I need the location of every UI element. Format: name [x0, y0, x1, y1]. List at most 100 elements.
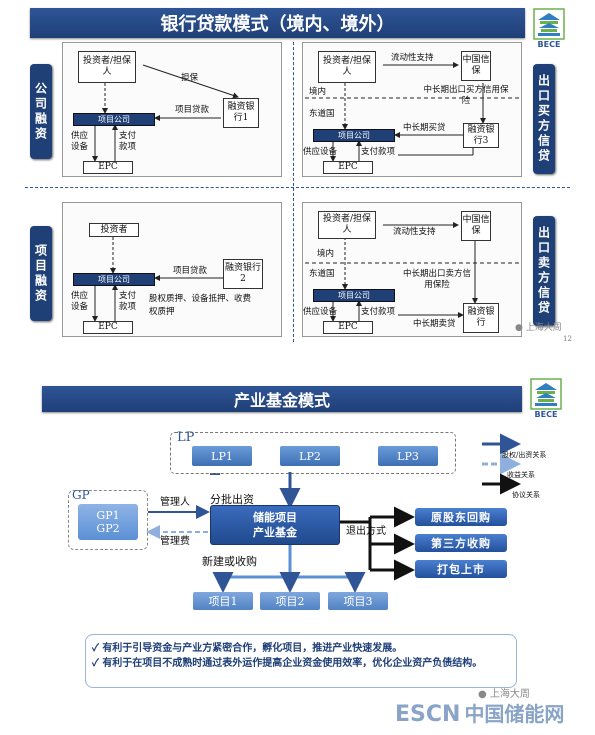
- fund-diagram-arrows: [146, 433, 521, 593]
- manager-label: 管理人: [160, 497, 190, 508]
- gp-label: GP: [72, 488, 90, 502]
- legend-equity: 股权/出资关系: [502, 451, 547, 459]
- divider-horizontal: [25, 187, 570, 188]
- epc-box: EPC: [83, 321, 133, 334]
- loan-label: 中长期卖贷: [413, 319, 456, 329]
- exit-third-party-acquisition: 第三方收购: [415, 534, 507, 552]
- bank-box: 融资银行2: [223, 259, 263, 289]
- lp3-box: LP3: [378, 446, 438, 466]
- sinosure-box: 中国信保: [461, 51, 491, 81]
- host-country-label: 东道国: [309, 269, 335, 279]
- slide2-title: 产业基金模式: [42, 386, 522, 412]
- watermark-account: 上海大周: [489, 689, 530, 700]
- pay-label: 支付款项: [361, 307, 396, 317]
- panel2-arrows: [305, 62, 521, 162]
- gp-names: GP1 GP2: [96, 509, 120, 535]
- project-company-box: 项目公司: [73, 273, 155, 286]
- bank-box: 融资银行1: [223, 98, 259, 128]
- domestic-label: 境内: [309, 87, 327, 97]
- bank-box: 融资银行: [463, 303, 499, 333]
- note-2-text: 有利于在项目不成熟时通过表外运作提高企业资金使用效率，优化企业资产负债结构。: [102, 658, 483, 669]
- panel-export-seller: 投资者/担保人 流动性支持 中国信保 境内 东道国 中长期出口卖方信用保险 项目…: [302, 202, 522, 337]
- check-icon: ✓: [92, 658, 103, 669]
- pledge-label: 股权质押、设备抵押、收费权质押: [149, 294, 252, 317]
- management-fee-label: 管理费: [160, 536, 190, 547]
- escn-brand: ESCN: [395, 702, 461, 727]
- notes-box: [85, 634, 517, 688]
- lp1-box: LP1: [192, 446, 252, 466]
- investor-box: 投资者: [89, 223, 139, 237]
- escn-brand-cn: 中国储能网: [464, 702, 565, 726]
- investor-box: 投资者/担保人: [78, 51, 136, 83]
- exit-package-listing: 打包上市: [415, 560, 507, 578]
- insurance-label: 中长期出口卖方信用保险: [402, 269, 471, 290]
- epc-box: EPC: [323, 161, 373, 174]
- investor-box: 投资者/担保人: [318, 51, 376, 83]
- panel1-arrows: [92, 64, 239, 162]
- fund-line2: 产业基金: [253, 526, 297, 539]
- watermark-text: 上海大周: [525, 323, 562, 333]
- liquidity-label: 流动性支持: [391, 53, 434, 63]
- supply-label: 供应设备: [71, 291, 89, 312]
- project-company-box: 项目公司: [313, 289, 395, 302]
- pay-label: 支付款项: [361, 147, 396, 157]
- liquidity-label: 流动性支持: [393, 227, 436, 237]
- panel-project-domestic: 投资者 项目公司 项目贷款 融资银行2 供应设备 支付款项 股权质押、设备抵押、…: [62, 202, 282, 337]
- sinosure-box: 中国信保: [461, 211, 491, 241]
- lp-group: [170, 432, 456, 474]
- epc-box: EPC: [323, 321, 373, 334]
- logo-text: BECE: [537, 40, 561, 49]
- wechat-icon: ●: [478, 689, 487, 700]
- panel-corporate-domestic: 投资者/担保人 担保 项目公司 项目贷款 融资银行1 供应设备 支付款项 EPC: [62, 42, 282, 177]
- wechat-icon: ●: [515, 323, 523, 333]
- build-or-acquire-label: 新建或收购: [202, 555, 257, 568]
- lp-label: LP: [177, 430, 195, 445]
- page-number: 12: [563, 335, 572, 343]
- escn-watermark: ESCN 中国储能网: [395, 698, 564, 727]
- panel3-arrows: [92, 237, 223, 322]
- wechat-watermark: ● 上海大周: [478, 685, 530, 700]
- exit-ways-label: 退出方式: [346, 526, 386, 537]
- side-label-seller-credit: 出口卖方信贷: [533, 216, 555, 326]
- gp-box: GP1 GP2: [78, 504, 138, 540]
- side-label-corporate: 公司融资: [30, 64, 52, 159]
- legend-income: 收益关系: [507, 471, 535, 479]
- exit-original-buyback: 原股东回购: [415, 508, 507, 526]
- project-company-box: 项目公司: [313, 129, 395, 142]
- logo-text: BECE: [534, 410, 558, 419]
- divider-vertical: [293, 42, 294, 342]
- bece-logo: BECE: [528, 8, 570, 49]
- wechat-watermark: ● 上海大周: [515, 320, 562, 333]
- pay-label: 支付款项: [119, 291, 137, 312]
- slide1-title: 银行贷款模式（境内、境外）: [30, 8, 525, 38]
- supply-label: 供应设备: [303, 147, 338, 157]
- loan-label: 项目贷款: [175, 105, 210, 115]
- project2-box: 项目2: [260, 592, 320, 610]
- project3-box: 项目3: [328, 592, 388, 610]
- domestic-label: 境内: [317, 249, 335, 259]
- insurance-label: 中长期出口买方信用保险: [423, 85, 509, 106]
- supply-label: 供应设备: [71, 131, 89, 152]
- check-icon: ✓: [92, 643, 103, 654]
- batch-contribution-label: 分批出资: [210, 493, 254, 506]
- supply-label: 供应设备: [303, 307, 338, 317]
- guarantee-label: 担保: [181, 73, 199, 83]
- project1-box: 项目1: [193, 592, 253, 610]
- panel-export-buyer: 投资者/担保人 流动性支持 中国信保 中长期出口买方信用保险 境内 东道国 中长…: [302, 42, 522, 177]
- bank-box: 融资银行3: [463, 123, 499, 148]
- note-1-text: 有利于引导资金与产业方紧密合作，孵化项目，推进产业快速发展。: [102, 643, 403, 654]
- legend-agreement: 协议关系: [512, 491, 540, 499]
- side-label-project: 项目融资: [30, 226, 52, 321]
- gp-group: [68, 490, 148, 550]
- loan-label: 项目贷款: [173, 266, 208, 276]
- host-country-label: 东道国: [309, 109, 335, 119]
- slide-industry-fund: 产业基金模式 BECE: [10, 372, 580, 732]
- panel4-arrows: [305, 222, 521, 322]
- temple-logo-icon: [530, 378, 562, 410]
- bece-logo: BECE: [525, 378, 567, 419]
- energy-storage-fund-box: 储能项目 产业基金: [210, 505, 340, 545]
- note-2: ✓ 有利于在项目不成熟时通过表外运作提高企业资金使用效率，优化企业资产负债结构。: [92, 657, 512, 671]
- pay-label: 支付款项: [119, 131, 137, 152]
- fund-line1: 储能项目: [253, 511, 297, 524]
- slide-bank-loan: 银行贷款模式（境内、境外） BECE 公司融资 项目融资 出口买方信贷 出口卖方…: [10, 4, 580, 349]
